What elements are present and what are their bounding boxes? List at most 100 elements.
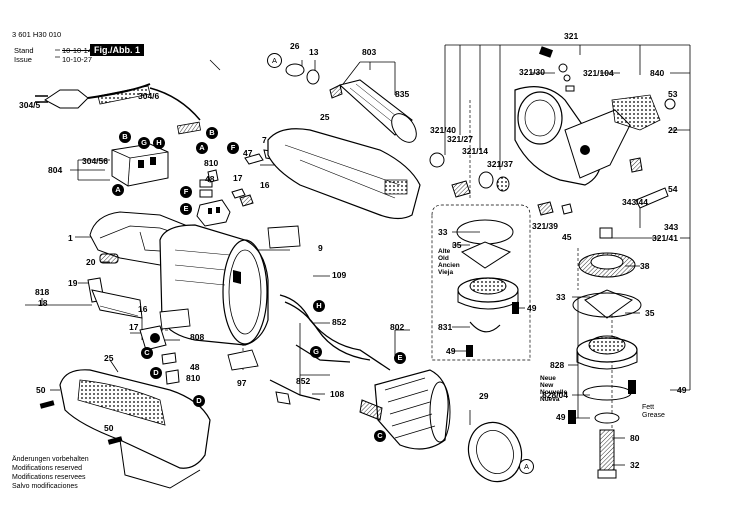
part-label: 22 <box>668 125 678 135</box>
footer-note: Salvo modificaciones <box>12 483 78 490</box>
new-label: Nouvelle <box>540 389 568 396</box>
part-label: 803 <box>362 47 377 57</box>
part-label: 304/6 <box>138 91 160 101</box>
leader-lines <box>25 44 691 466</box>
part-label: 828 <box>550 360 565 370</box>
part-label: 321/41 <box>652 233 678 243</box>
connector-g-badge: G <box>310 346 322 358</box>
part-label: 343/44 <box>622 197 648 207</box>
footer-note: Modifications reserved <box>12 465 83 472</box>
part-label: 49 <box>556 412 566 422</box>
part-label: 17 <box>233 173 243 183</box>
part-label: 321/40 <box>430 125 456 135</box>
connector-c-badge: C <box>141 347 153 359</box>
part-label: 810 <box>186 373 201 383</box>
part-label: 17 <box>129 322 139 332</box>
part-label: 20 <box>86 257 96 267</box>
part-label: 321 <box>564 31 579 41</box>
part-label: 802 <box>390 322 405 332</box>
connector-b-badge: B <box>119 131 131 143</box>
part-label: 828/04 <box>542 390 568 400</box>
footer-note: Modifications reservees <box>12 474 86 481</box>
part-label: 45 <box>562 232 572 242</box>
part-label: 54 <box>668 184 678 194</box>
part-label: 108 <box>330 389 345 399</box>
part-label: 26 <box>290 41 300 51</box>
old-label: Alte <box>438 248 451 255</box>
part-label: 50 <box>36 385 46 395</box>
version-arrows <box>55 49 60 58</box>
issue-label: Issue <box>14 55 32 64</box>
part-label: 304/56 <box>82 156 108 166</box>
new-label: New <box>540 382 554 389</box>
part-label: 49 <box>677 385 687 395</box>
part-label: 1 <box>68 233 73 243</box>
part-label: 840 <box>650 68 665 78</box>
connector-d-badge: D <box>193 395 205 407</box>
stand-date: 10-10-14 <box>62 46 93 55</box>
part-label: 49 <box>446 346 456 356</box>
part-label: 304/5 <box>19 100 41 110</box>
connector-c-badge: C <box>374 430 386 442</box>
connector-e-badge: E <box>180 203 192 215</box>
part-label: 835 <box>395 89 410 99</box>
new-label: Neue <box>540 375 556 382</box>
part-label: 321/30 <box>519 67 545 77</box>
figure-label: Fig./Abb. 1 <box>90 44 144 56</box>
gear-housing-top <box>267 128 421 220</box>
connector-d-badge: D <box>150 367 162 379</box>
part-label: 831 <box>438 322 453 332</box>
part-label: 13 <box>309 47 319 57</box>
part-label: 852 <box>332 317 347 327</box>
issue-date: 10-10-27 <box>62 55 93 64</box>
part-label: 16 <box>138 304 148 314</box>
part-label: 32 <box>630 460 640 470</box>
stand-label: Stand <box>14 46 34 55</box>
part-label: 47 <box>243 148 253 158</box>
connector-h-badge: H <box>313 300 325 312</box>
small-parts-left <box>87 149 279 385</box>
new-label: Nueva <box>540 396 560 403</box>
part-label: 810 <box>204 158 219 168</box>
part-label: 321/104 <box>583 68 614 78</box>
part-label: 25 <box>320 112 330 122</box>
part-label: 7 <box>262 135 267 145</box>
part-label: 35 <box>452 240 462 250</box>
part-label: 48 <box>205 174 215 184</box>
suppressor-block <box>111 143 169 187</box>
gear-stack-right <box>568 227 642 479</box>
connector-a-badge: A <box>196 142 208 154</box>
old-label: Old <box>438 255 449 262</box>
part-label: 97 <box>237 378 247 388</box>
part-label: 19 <box>68 278 78 288</box>
part-label: 29 <box>479 391 489 401</box>
grease-label: Fett <box>642 404 655 411</box>
connector-f-badge: F <box>180 186 192 198</box>
connector-f-badge: F <box>227 142 239 154</box>
connector-a-circle: A <box>267 53 282 68</box>
part-label: 321/39 <box>532 221 558 231</box>
grease-label: Grease <box>642 412 665 419</box>
part-label: 321/37 <box>487 159 513 169</box>
part-label: 804 <box>48 165 63 175</box>
connector-h-badge: H <box>153 137 165 149</box>
part-label: 16 <box>260 180 270 190</box>
part-label: 109 <box>332 270 347 280</box>
old-label: Vieja <box>438 269 454 276</box>
plug-and-cable <box>35 83 201 135</box>
cable-loom <box>269 294 391 405</box>
part-label: 321/14 <box>462 146 488 156</box>
part-label: 25 <box>104 353 114 363</box>
connector-a-circle: A <box>519 459 534 474</box>
armature <box>285 63 445 168</box>
part-label: 9 <box>318 243 323 253</box>
part-label: 49 <box>527 303 537 313</box>
connector-e-badge: E <box>394 352 406 364</box>
part-label: 35 <box>645 308 655 318</box>
part-label: 33 <box>556 292 566 302</box>
doc-number: 3 601 H30 010 <box>12 30 62 39</box>
stator <box>359 369 451 450</box>
old-label: Ancien <box>438 262 460 269</box>
